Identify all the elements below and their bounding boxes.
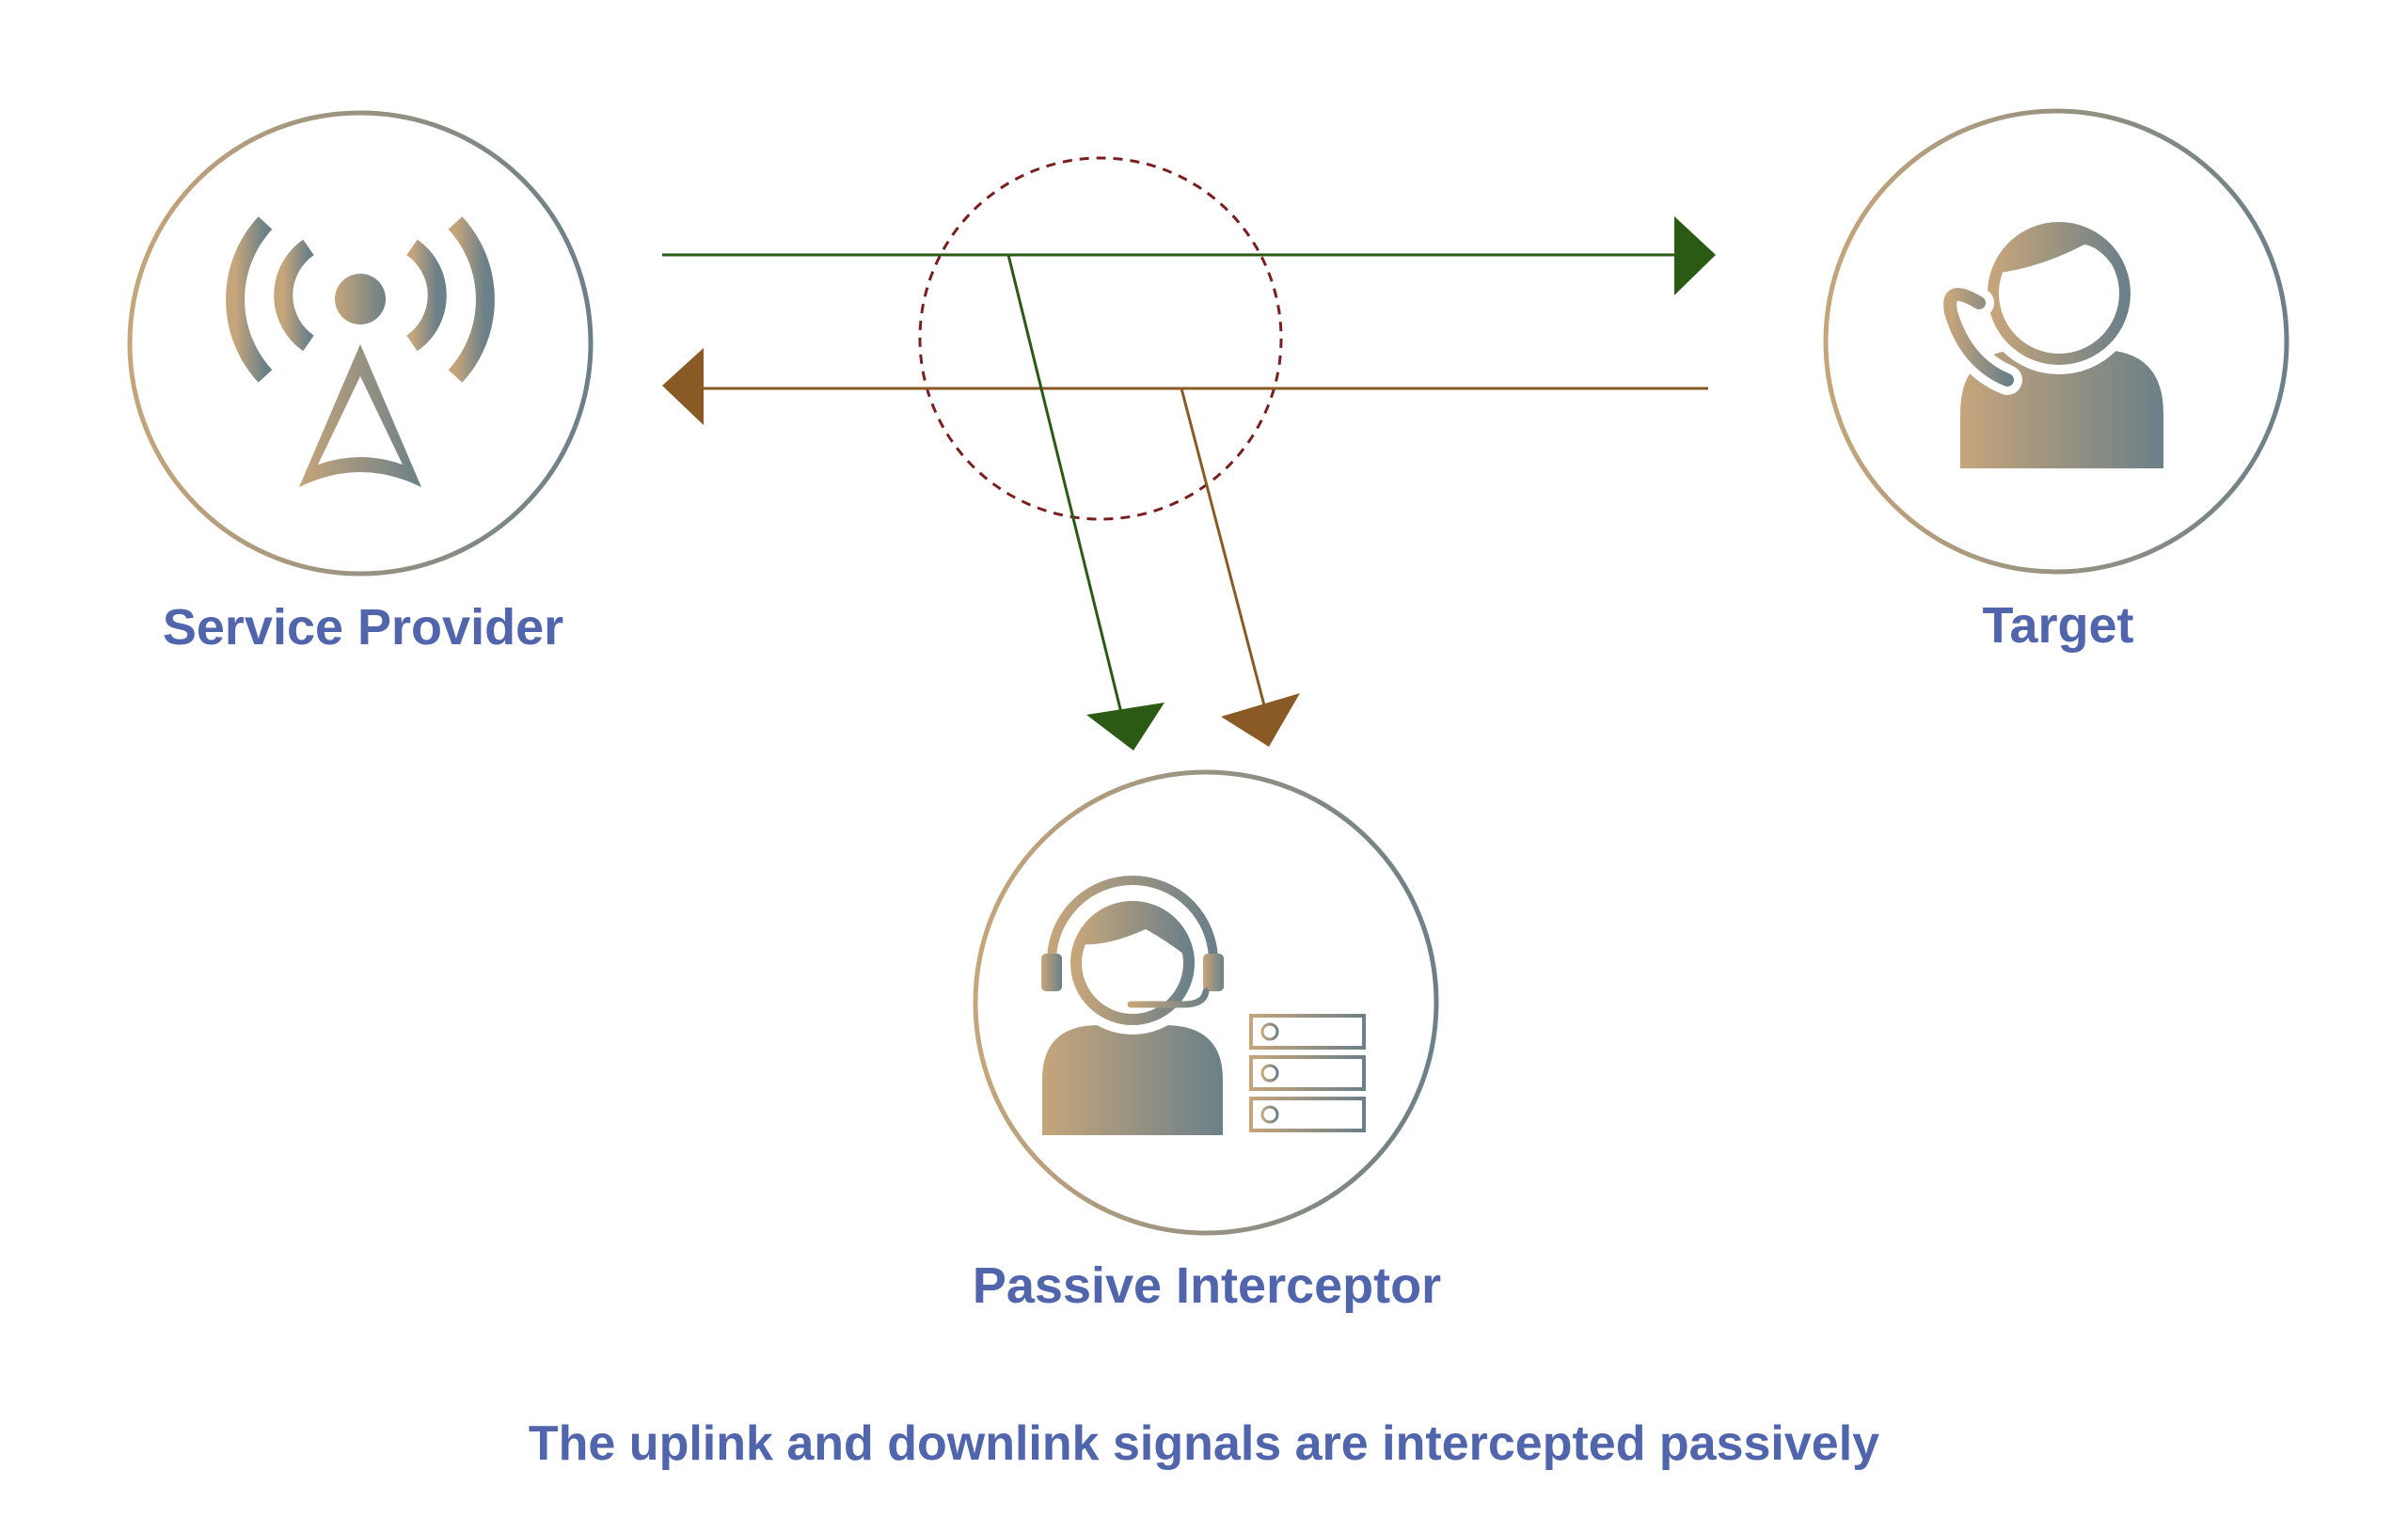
uplink-arrow	[662, 348, 1708, 425]
diagram-caption: The uplink and downlink signals are inte…	[528, 1416, 1880, 1471]
service-provider-label: Service Provider	[162, 599, 564, 656]
passive-interceptor-label: Passive Interceptor	[972, 1257, 1442, 1314]
service-provider-circle	[127, 110, 594, 577]
cell-tower-icon	[226, 216, 495, 487]
server-rack-icon	[1249, 1014, 1366, 1132]
target-node	[1823, 108, 2289, 575]
interception-zone-circle	[918, 156, 1283, 521]
target-circle	[1823, 108, 2289, 575]
person-on-phone-icon	[1935, 213, 2163, 468]
downlink-arrow	[662, 216, 1716, 295]
operator-with-headset-icon	[1041, 876, 1224, 1135]
target-label: Target	[1982, 597, 2134, 654]
intercepted-uplink-arrow	[1180, 387, 1300, 747]
passive-interceptor-node	[973, 769, 1439, 1236]
service-provider-node	[127, 110, 594, 577]
intercepted-downlink-arrow	[1006, 254, 1164, 751]
passive-interceptor-circle	[973, 769, 1439, 1236]
